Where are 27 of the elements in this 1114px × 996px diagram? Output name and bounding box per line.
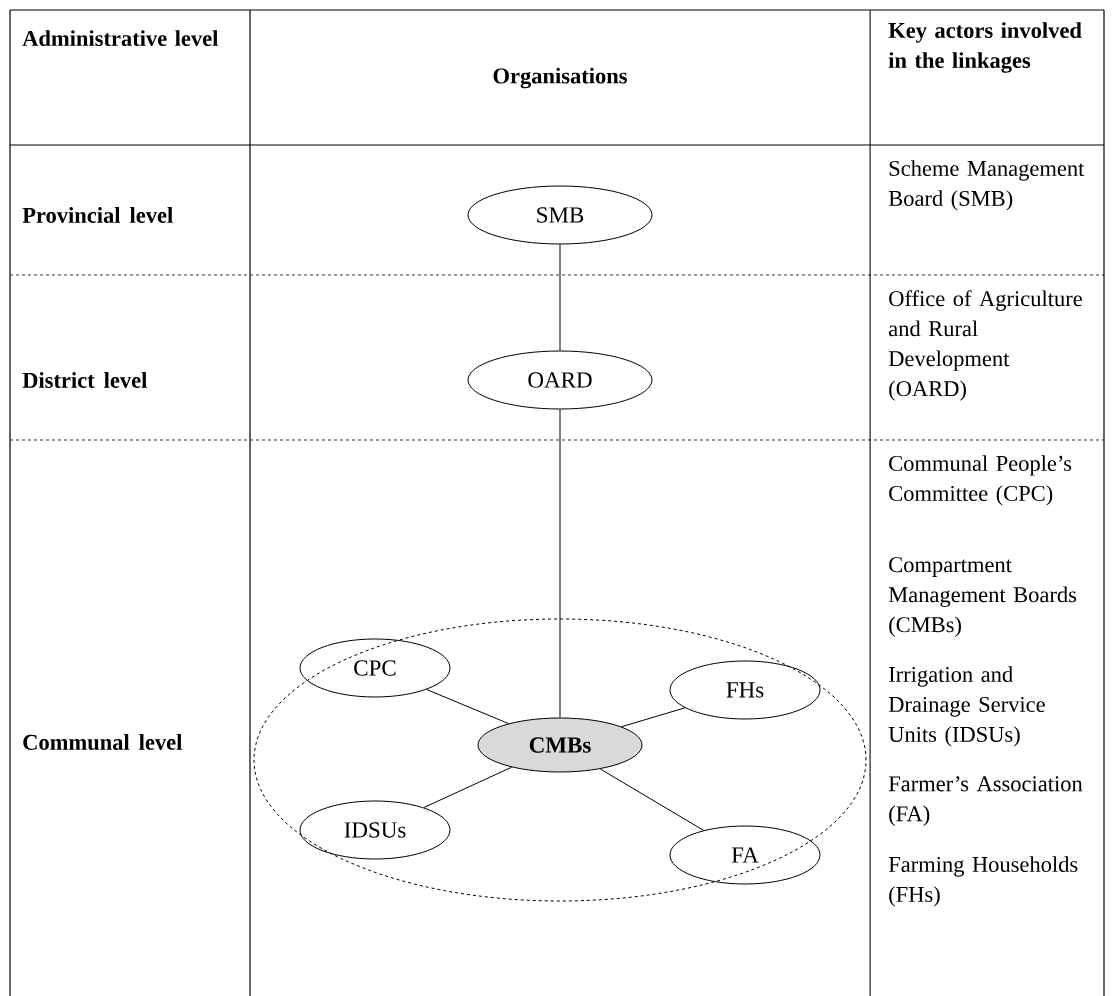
- cell-text: Communal People’s Committee (CPC): [889, 455, 1072, 506]
- ellipse-node: CMBs: [477, 717, 643, 773]
- connector-line: [559, 244, 561, 351]
- ellipse-node: CPC: [299, 638, 451, 698]
- ellipse-node: SMB: [467, 185, 653, 245]
- connector-line: [559, 409, 561, 718]
- ellipse-node: FA: [669, 825, 821, 885]
- ellipse-node: FHs: [669, 660, 821, 720]
- dashed-ellipse: [253, 618, 867, 902]
- connector-line: [599, 768, 705, 831]
- row-header: Communal level: [23, 734, 183, 750]
- column-header: Administrative level: [22, 30, 219, 47]
- cell-text: Office of Agriculture and Rural Development (OARD): [888, 290, 1082, 401]
- connector-line: [621, 707, 686, 728]
- cell-text: Farmer’s Association (FA): [888, 776, 1083, 826]
- cell-text: Farming Households (FHs): [888, 856, 1078, 907]
- column-header: Organisations: [493, 67, 627, 89]
- row-header: Provincial level: [22, 207, 173, 223]
- connector-line: [426, 689, 509, 725]
- ellipse-node: IDSUs: [299, 800, 451, 860]
- connector-line: [423, 766, 513, 809]
- cell-text: Compartment Management Boards (CMBs): [888, 557, 1077, 637]
- row-header: District level: [22, 372, 147, 388]
- cell-text: Scheme Management Board (SMB): [888, 160, 1085, 211]
- cell-text: Irrigation and Drainage Service Units (IDSUs): [888, 666, 1045, 747]
- column-header: Key actors involved in the linkages: [888, 22, 1082, 73]
- ellipse-node: OARD: [467, 350, 653, 410]
